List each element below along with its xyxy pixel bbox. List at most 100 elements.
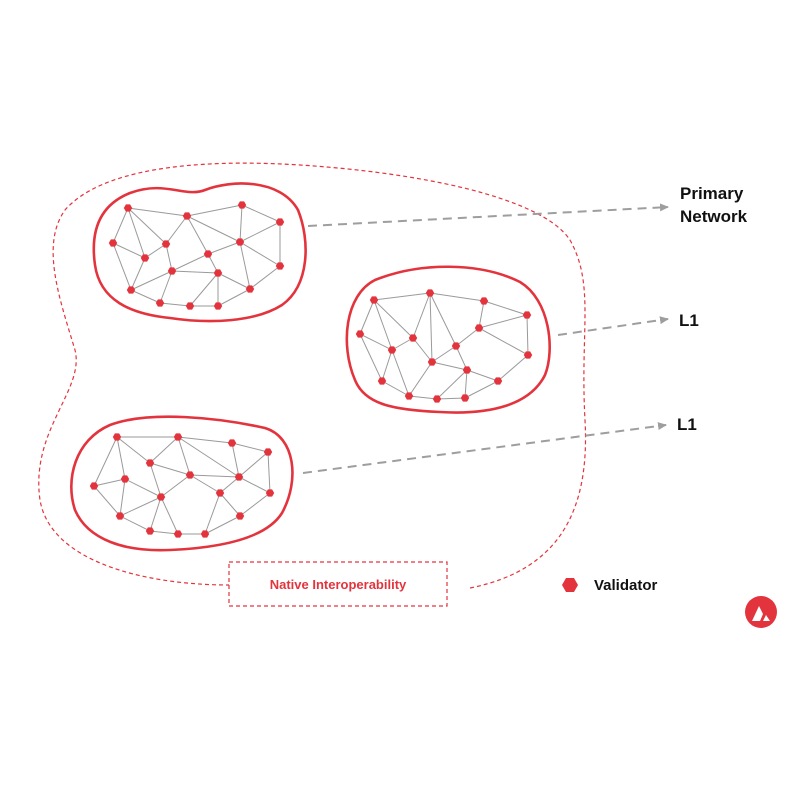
l1-top-edge xyxy=(526,314,529,356)
l1-top-validator-node xyxy=(387,346,397,354)
interop-label-box: Native Interoperability xyxy=(228,561,448,607)
l1-top-edge xyxy=(408,361,433,397)
primary-edge xyxy=(207,241,241,255)
primary-edge xyxy=(144,243,167,259)
primary-edge xyxy=(127,207,188,217)
legend: Validator xyxy=(562,577,658,594)
primary-edge xyxy=(171,253,209,272)
l1-top-edge xyxy=(373,299,414,339)
primary-validator-node xyxy=(126,286,136,294)
l1-bottom-edge xyxy=(149,530,179,535)
primary-edge xyxy=(165,215,188,245)
primary-validator-node xyxy=(237,201,247,209)
l1-top-edge xyxy=(359,299,375,335)
primary-edge xyxy=(241,204,281,223)
primary-edge xyxy=(112,207,129,244)
l1-top-validator-node xyxy=(460,394,470,402)
l1-bottom-edge xyxy=(219,492,241,517)
l1-top-cluster-boundary xyxy=(345,265,551,414)
primary-edge xyxy=(217,272,251,290)
l1-bottom-edge xyxy=(239,492,271,517)
l1-top-edge xyxy=(455,327,480,347)
l1-bottom-edge xyxy=(231,442,269,453)
l1-top-validator-node xyxy=(377,377,387,385)
l1-bottom-edge xyxy=(189,474,221,494)
primary-edge xyxy=(239,241,281,267)
l1-bottom-edge xyxy=(116,436,126,480)
l1-bottom-validator-node xyxy=(115,512,125,520)
l1-top-edge xyxy=(391,337,414,351)
l1-bottom-edge xyxy=(149,496,162,532)
l1-bottom-validator-node xyxy=(215,489,225,497)
l1-top-validator-node xyxy=(369,296,379,304)
primary-network-cluster-boundary xyxy=(92,182,307,323)
l1-bottom-validator-node xyxy=(145,527,155,535)
primary-edge xyxy=(165,243,173,272)
l1-top-edge xyxy=(391,349,410,397)
primary-validator-node xyxy=(275,218,285,226)
l1-bottom-edge xyxy=(177,436,191,476)
l1-bottom-validator-node xyxy=(120,475,130,483)
primary-validator-node xyxy=(108,239,118,247)
network-edges xyxy=(93,204,529,535)
l1-bottom-edge xyxy=(119,515,151,532)
l1-top-edge xyxy=(359,333,393,351)
primary-edge xyxy=(217,288,251,307)
primary-validator-node xyxy=(213,302,223,310)
l1-top-edge xyxy=(381,349,393,382)
primary-edge xyxy=(186,215,241,243)
l1-top-arrow xyxy=(557,316,669,336)
l1-top-edge xyxy=(429,292,457,347)
hexagon-icon xyxy=(562,578,578,592)
l1-bottom-validator-node xyxy=(156,493,166,501)
l1-top-edge xyxy=(466,369,499,382)
l1-top-validator-node xyxy=(427,358,437,366)
l1-top-validator-node xyxy=(522,311,532,319)
l1-top-edge xyxy=(436,397,466,400)
primary-edge xyxy=(186,215,209,255)
l1-top-edge xyxy=(436,369,468,400)
l1-bottom-validator-node xyxy=(265,489,275,497)
l1-top-edge xyxy=(373,292,431,301)
l1-top-label: L1 xyxy=(679,311,699,330)
primary-edge xyxy=(171,270,219,274)
primary-validator-node xyxy=(213,269,223,277)
l1-top-edge xyxy=(455,345,468,371)
l1-top-edge xyxy=(429,292,433,363)
interop-rect xyxy=(228,561,448,607)
primary-edge xyxy=(127,207,167,245)
primary-edge xyxy=(112,242,132,291)
l1-top-edge xyxy=(464,369,468,399)
primary-network-arrow xyxy=(307,203,669,227)
l1-bottom-edge xyxy=(177,436,233,444)
l1-top-edge xyxy=(373,299,393,351)
l1-bottom-edge xyxy=(231,442,240,478)
l1-bottom-validator-node xyxy=(200,530,210,538)
primary-edge xyxy=(130,257,146,291)
primary-validator-node xyxy=(185,302,195,310)
l1-bottom-edge xyxy=(93,485,121,517)
l1-top-validator-node xyxy=(479,297,489,305)
l1-bottom-edge xyxy=(219,476,240,494)
l1-top-validator-node xyxy=(523,351,533,359)
avalanche-logo-icon xyxy=(745,596,777,628)
l1-bottom-edge xyxy=(160,496,179,535)
l1-top-edge xyxy=(478,327,529,356)
primary-edge xyxy=(239,204,243,243)
l1-top-validator-node xyxy=(462,366,472,374)
primary-edge xyxy=(130,270,173,291)
l1-bottom-edge xyxy=(238,476,271,494)
l1-top-validator-node xyxy=(425,289,435,297)
l1-top-edge xyxy=(408,395,438,400)
primary-network-label-line1: Primary xyxy=(680,184,744,203)
l1-bottom-edge xyxy=(267,451,271,494)
l1-bottom-validator-node xyxy=(263,448,273,456)
l1-top-edge xyxy=(412,292,431,339)
primary-validator-node xyxy=(235,238,245,246)
l1-bottom-edge xyxy=(93,478,126,487)
primary-validator-node xyxy=(182,212,192,220)
l1-bottom-validator-node xyxy=(227,439,237,447)
l1-top-validator-node xyxy=(432,395,442,403)
l1-bottom-edge xyxy=(116,436,151,464)
l1-bottom-cluster-boundary xyxy=(70,415,294,552)
